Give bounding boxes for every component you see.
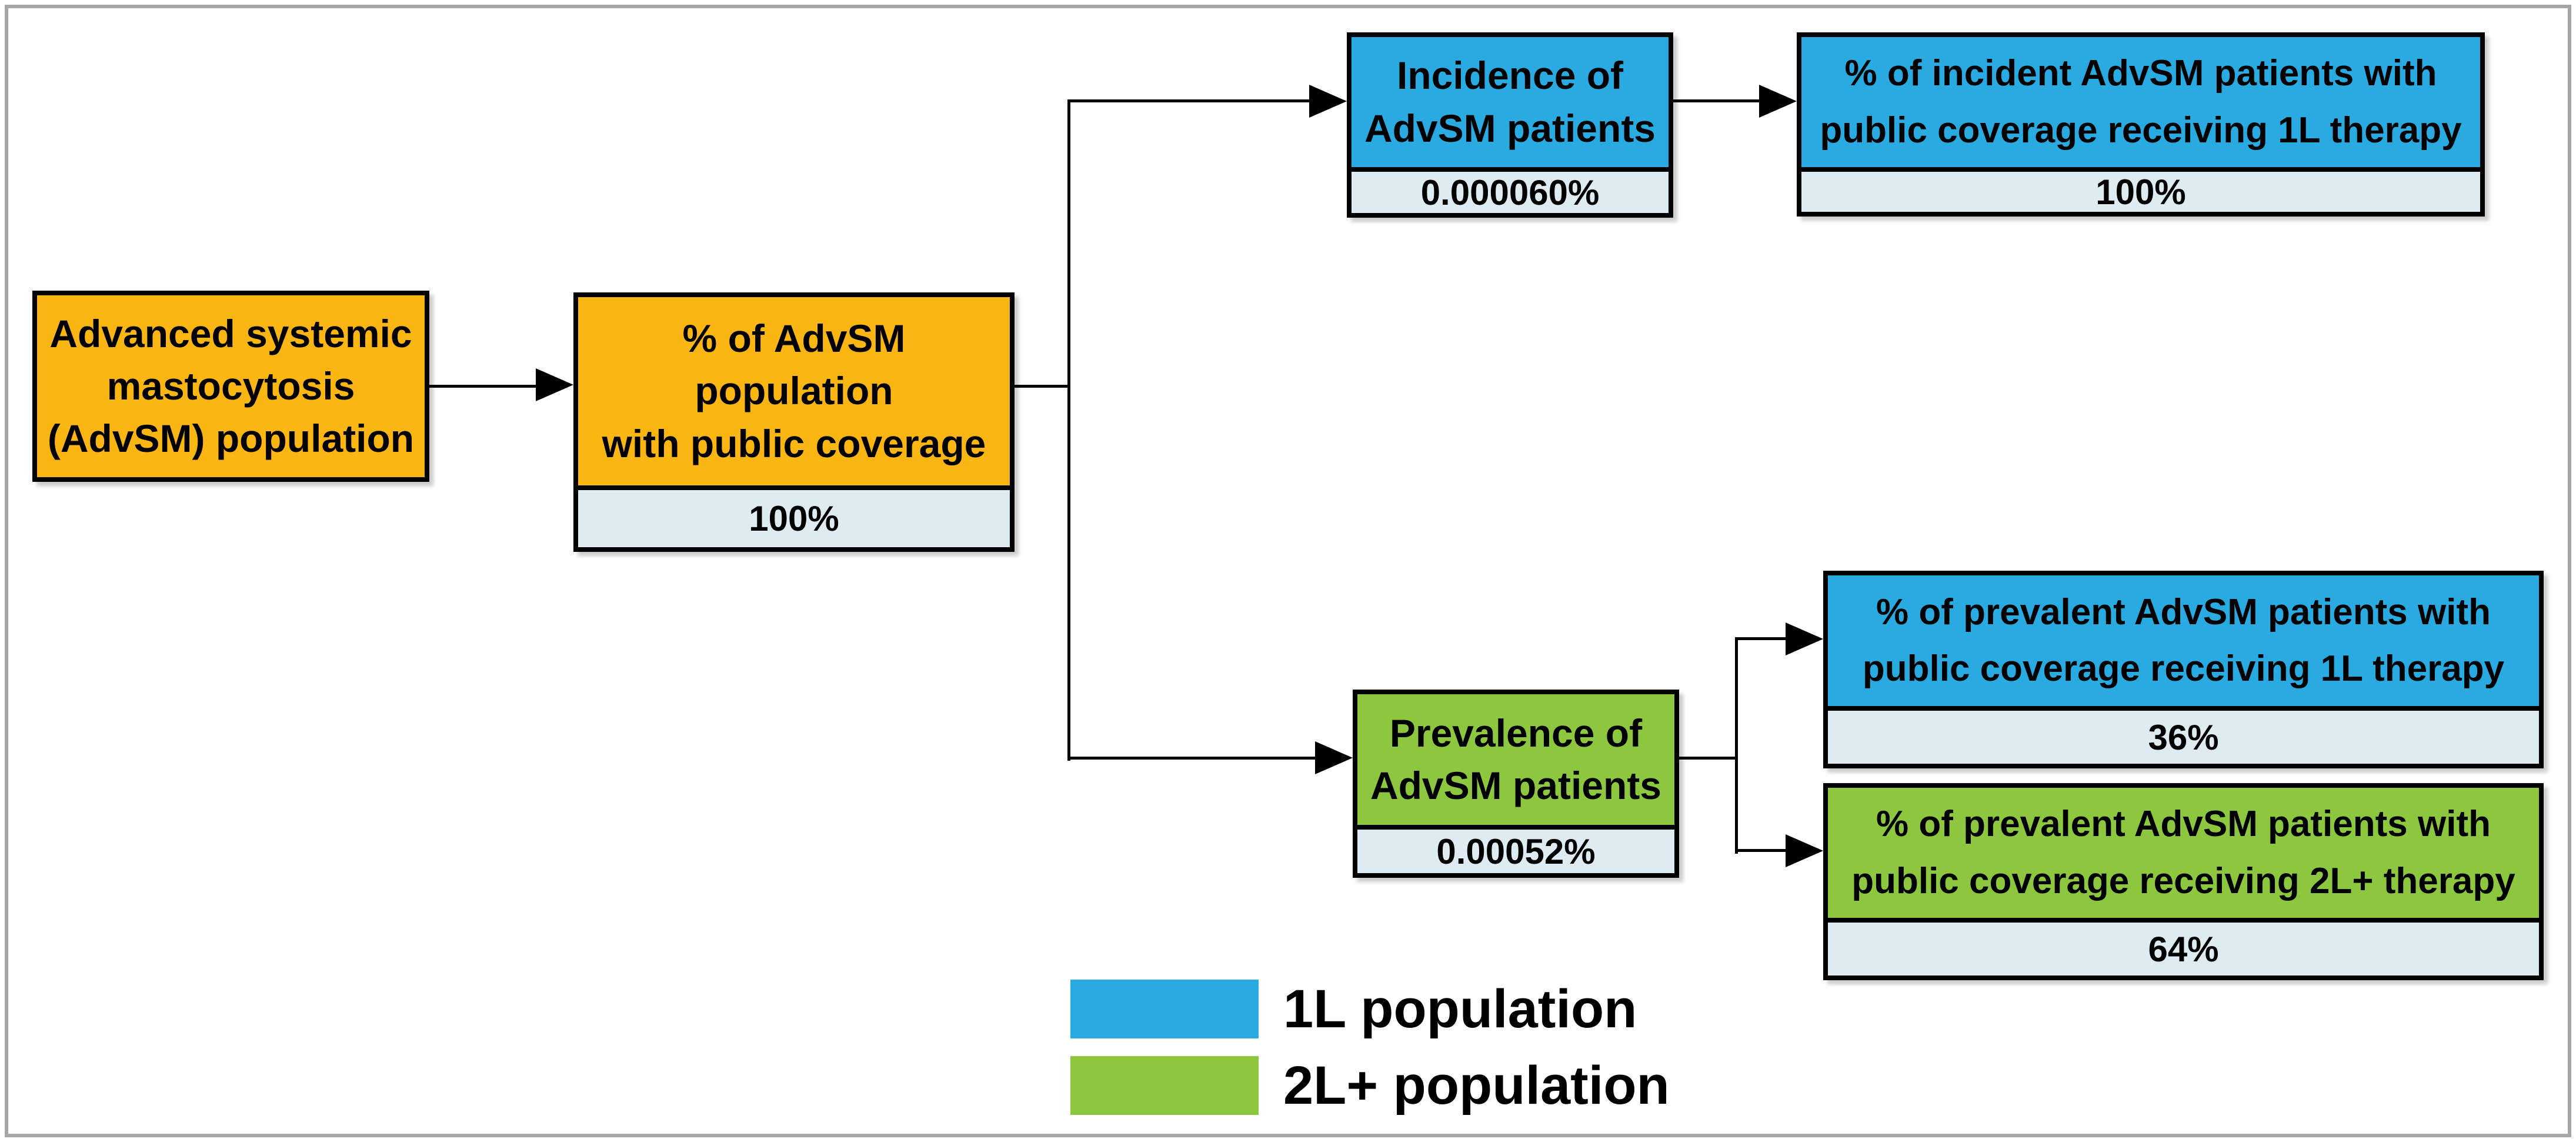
box-incident-1l-therapy-label: % of incident AdvSM patients with public… — [1801, 37, 2480, 167]
box-prevalence: Prevalence of AdvSM patients 0.00052% — [1353, 690, 1679, 878]
arrowhead-icon-prevalent-2l — [1786, 834, 1823, 867]
box-public-coverage-value: 100% — [578, 485, 1010, 547]
box-prevalent-1l-therapy-value: 36% — [1828, 706, 2539, 764]
box-prevalent-2l-therapy-value: 64% — [1828, 918, 2539, 975]
connector-branch-vertical — [1067, 99, 1070, 761]
legend-label-2l: 2L+ population — [1283, 1055, 1670, 1116]
arrowhead-icon-incidence — [1309, 85, 1347, 118]
connector-population-to-coverage — [427, 385, 540, 388]
connector-to-prevalence — [1067, 757, 1316, 760]
page-border — [5, 5, 2571, 1137]
arrowhead-icon-incident-1l — [1759, 85, 1797, 118]
box-prevalence-label: Prevalence of AdvSM patients — [1357, 694, 1674, 825]
box-incidence: Incidence of AdvSM patients 0.000060% — [1347, 32, 1673, 218]
box-prevalent-1l-therapy-label: % of prevalent AdvSM patients with publi… — [1828, 575, 2539, 706]
legend-label-1l: 1L population — [1283, 978, 1637, 1039]
connector-prevalence-stub — [1677, 757, 1738, 760]
box-prevalent-2l-therapy-label: % of prevalent AdvSM patients with publi… — [1828, 788, 2539, 918]
box-incidence-label: Incidence of AdvSM patients — [1352, 37, 1669, 167]
connector-coverage-stub — [1012, 385, 1070, 388]
connector-incidence-to-incident-1l — [1671, 99, 1760, 102]
box-incident-1l-therapy-value: 100% — [1801, 167, 2480, 212]
connector-to-prevalent-2l — [1735, 849, 1788, 852]
legend-swatch-1l-icon — [1070, 980, 1259, 1038]
arrowhead-icon-coverage — [536, 368, 573, 401]
box-advsm-population: Advanced systemic mastocytosis (AdvSM) p… — [32, 291, 429, 482]
box-advsm-population-label: Advanced systemic mastocytosis (AdvSM) p… — [37, 295, 425, 477]
legend-item-2l: 2L+ population — [1070, 1055, 1670, 1116]
connector-to-incidence — [1067, 99, 1312, 102]
box-public-coverage: % of AdvSM population with public covera… — [573, 292, 1015, 552]
box-incident-1l-therapy: % of incident AdvSM patients with public… — [1797, 32, 2485, 217]
box-public-coverage-label: % of AdvSM population with public covera… — [578, 297, 1010, 485]
legend-item-1l: 1L population — [1070, 978, 1637, 1039]
arrowhead-icon-prevalent-1l — [1786, 622, 1823, 655]
box-prevalent-1l-therapy: % of prevalent AdvSM patients with publi… — [1823, 571, 2544, 768]
legend-swatch-2l-icon — [1070, 1056, 1259, 1115]
box-prevalent-2l-therapy: % of prevalent AdvSM patients with publi… — [1823, 783, 2544, 980]
connector-prevalence-branch-vertical — [1735, 637, 1738, 854]
connector-to-prevalent-1l — [1735, 637, 1788, 640]
arrowhead-icon-prevalence — [1315, 741, 1353, 774]
box-incidence-value: 0.000060% — [1352, 167, 1669, 213]
box-prevalence-value: 0.00052% — [1357, 825, 1674, 873]
